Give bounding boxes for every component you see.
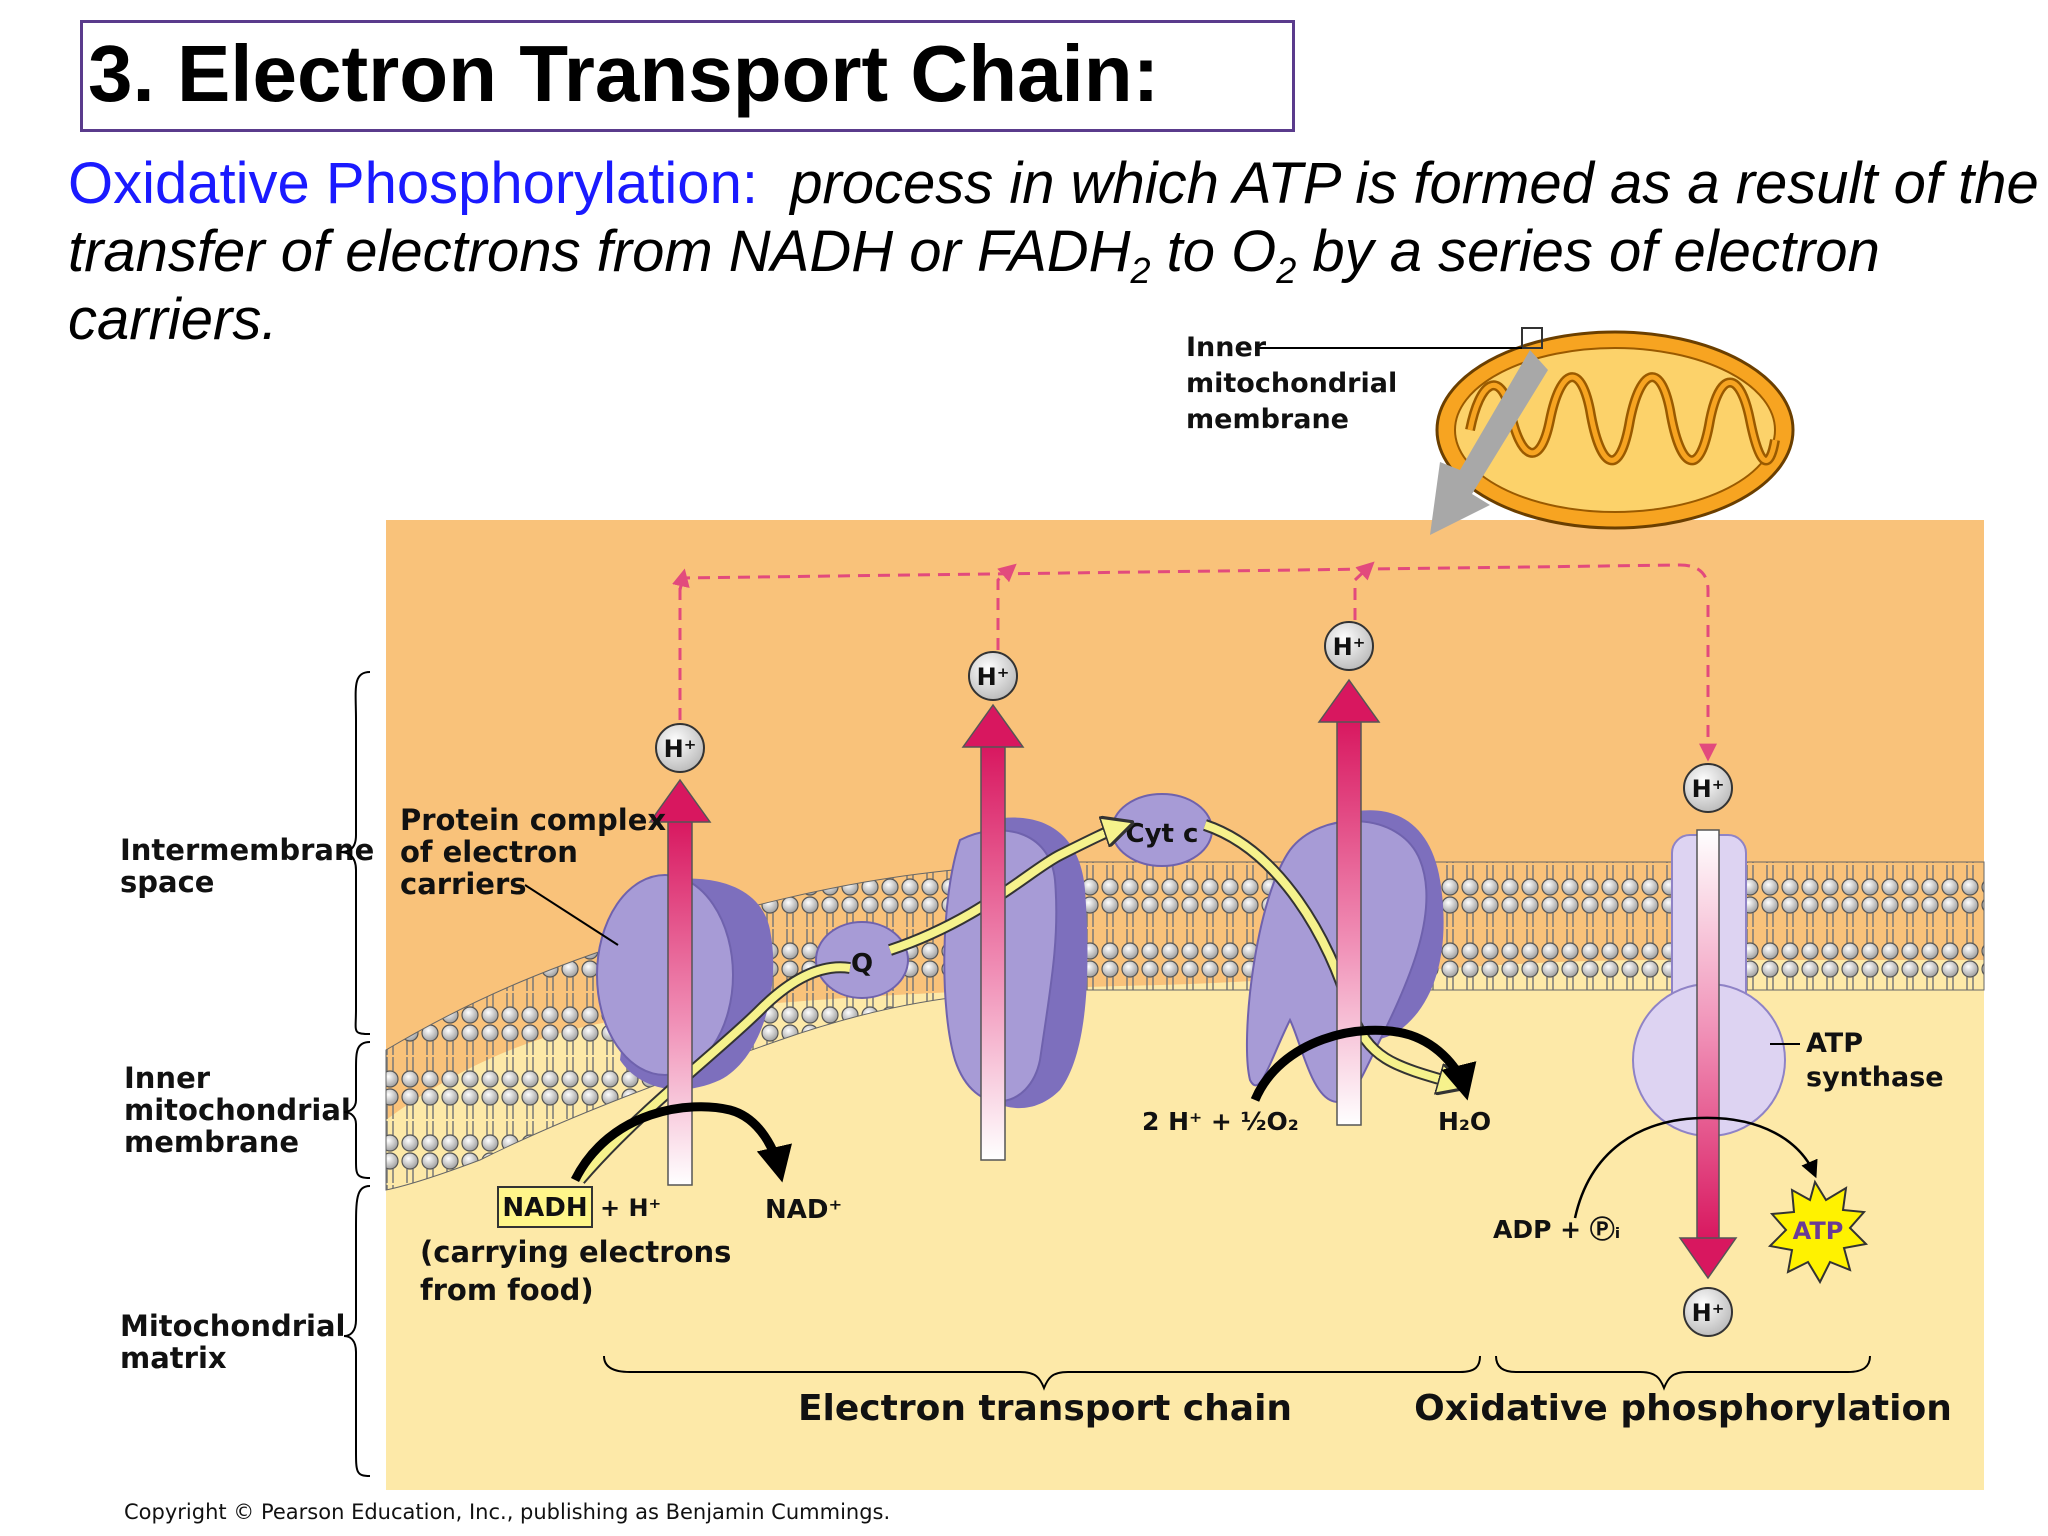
inner-membrane-side-label: membrane	[124, 1125, 299, 1159]
atp-label: ATP	[1793, 1217, 1844, 1245]
oxygen-reactant-label: 2 H⁺ + ½O₂	[1142, 1107, 1299, 1136]
h-plus-label: H⁺	[1692, 1299, 1725, 1327]
subscript: 2	[1130, 250, 1151, 291]
oxphos-bracket-label: Oxidative phosphorylation	[1414, 1388, 1952, 1429]
oxygen-reduction-arrow	[1250, 1025, 1477, 1102]
protein-complex-label: of electron	[400, 835, 578, 869]
nadh-box	[497, 1186, 593, 1228]
protein-complex-label: Protein complex	[400, 803, 666, 837]
nadh-note-line: from food)	[420, 1273, 594, 1307]
proton-arrow-complex-4	[1317, 678, 1381, 1126]
ubiquinone-q: Q	[815, 921, 909, 999]
inner-membrane-top-label: membrane	[1186, 404, 1349, 435]
atp-star: ATP	[1767, 1179, 1869, 1285]
proton-flow-dashed	[678, 563, 1717, 762]
protein-complex-label: carriers	[400, 867, 527, 901]
q-label: Q	[851, 949, 873, 979]
cytochrome-c: Cyt c	[1111, 793, 1213, 867]
proton-flow-dashed	[996, 563, 1017, 670]
matrix-brace	[343, 1185, 371, 1477]
nadh-note-line: (carrying electrons	[420, 1235, 731, 1269]
h-plus-bubble: H⁺	[1683, 763, 1733, 813]
definition-body: process in which ATP is formed as a resu…	[68, 151, 2039, 352]
matrix-label: Mitochondrial	[120, 1309, 346, 1343]
title-frame	[80, 20, 1295, 132]
h-plus-bubble: H⁺	[655, 723, 705, 773]
atp-synthesis-arrow	[1573, 1116, 1818, 1219]
oxphos-brace	[1495, 1355, 1871, 1391]
inner-membrane-side-label: mitochondrial	[124, 1093, 351, 1127]
atp-synthase-label: synthase	[1806, 1062, 1944, 1093]
h-plus-bubble: H⁺	[1683, 1287, 1733, 1337]
water-label: H₂O	[1438, 1107, 1491, 1136]
protein-complex-leader	[524, 884, 619, 946]
definition-text: Oxidative Phosphorylation: process in wh…	[68, 150, 2043, 354]
subscript: 2	[1276, 250, 1297, 291]
definition-body-part: by a series of electron carriers.	[68, 219, 1880, 352]
slide-title: 3. Electron Transport Chain:	[88, 29, 1160, 118]
h-plus-bubble: H⁺	[968, 651, 1018, 701]
h-plus-bubble: H⁺	[1324, 621, 1374, 671]
nadh-oxidation-arrow	[570, 1102, 792, 1183]
h-plus-label: H⁺	[977, 663, 1010, 691]
proton-flow-dashed	[1353, 561, 1375, 620]
inner-membrane-brace	[343, 1041, 371, 1179]
proton-arrow-atp-synthase	[1678, 829, 1738, 1280]
intermembrane-brace	[339, 671, 371, 1035]
copyright-notice: Copyright © Pearson Education, Inc., pub…	[124, 1500, 891, 1524]
h-plus-label: H⁺	[664, 735, 697, 763]
proton-flow-dashed	[672, 568, 690, 591]
protein-complex-3	[943, 817, 1088, 1109]
proton-arrow-complex-1	[648, 778, 712, 1186]
h-plus-label: H⁺	[1692, 775, 1725, 803]
etc-brace	[603, 1355, 1481, 1391]
zoom-arrow	[1430, 350, 1548, 535]
h-plus-label: H⁺	[1333, 633, 1366, 661]
intermembrane-space-label: space	[120, 865, 214, 899]
nad-plus-label: NAD⁺	[765, 1195, 842, 1225]
inner-membrane-top-label: mitochondrial	[1186, 368, 1397, 399]
etc-bracket-label: Electron transport chain	[798, 1388, 1292, 1429]
cyt-c-label: Cyt c	[1126, 819, 1199, 849]
intermembrane-space-label: Intermembrane	[120, 833, 374, 867]
inner-membrane-side-label: Inner	[124, 1061, 211, 1095]
nadh-label: NADH	[502, 1193, 587, 1223]
proton-arrow-complex-3	[961, 703, 1025, 1161]
inner-membrane-top-label: Inner	[1186, 332, 1267, 363]
definition-body-part: process in which ATP is formed as a resu…	[68, 151, 2039, 284]
definition-body-part: to O	[1150, 219, 1277, 284]
electron-path	[888, 825, 1125, 954]
definition-term: Oxidative Phosphorylation:	[68, 151, 758, 216]
matrix-label: matrix	[120, 1341, 227, 1375]
adp-label: ADP + Ⓟᵢ	[1493, 1215, 1620, 1244]
nadh-plus-label: + H⁺	[600, 1194, 661, 1222]
atp-synthase-label: ATP	[1806, 1028, 1863, 1059]
